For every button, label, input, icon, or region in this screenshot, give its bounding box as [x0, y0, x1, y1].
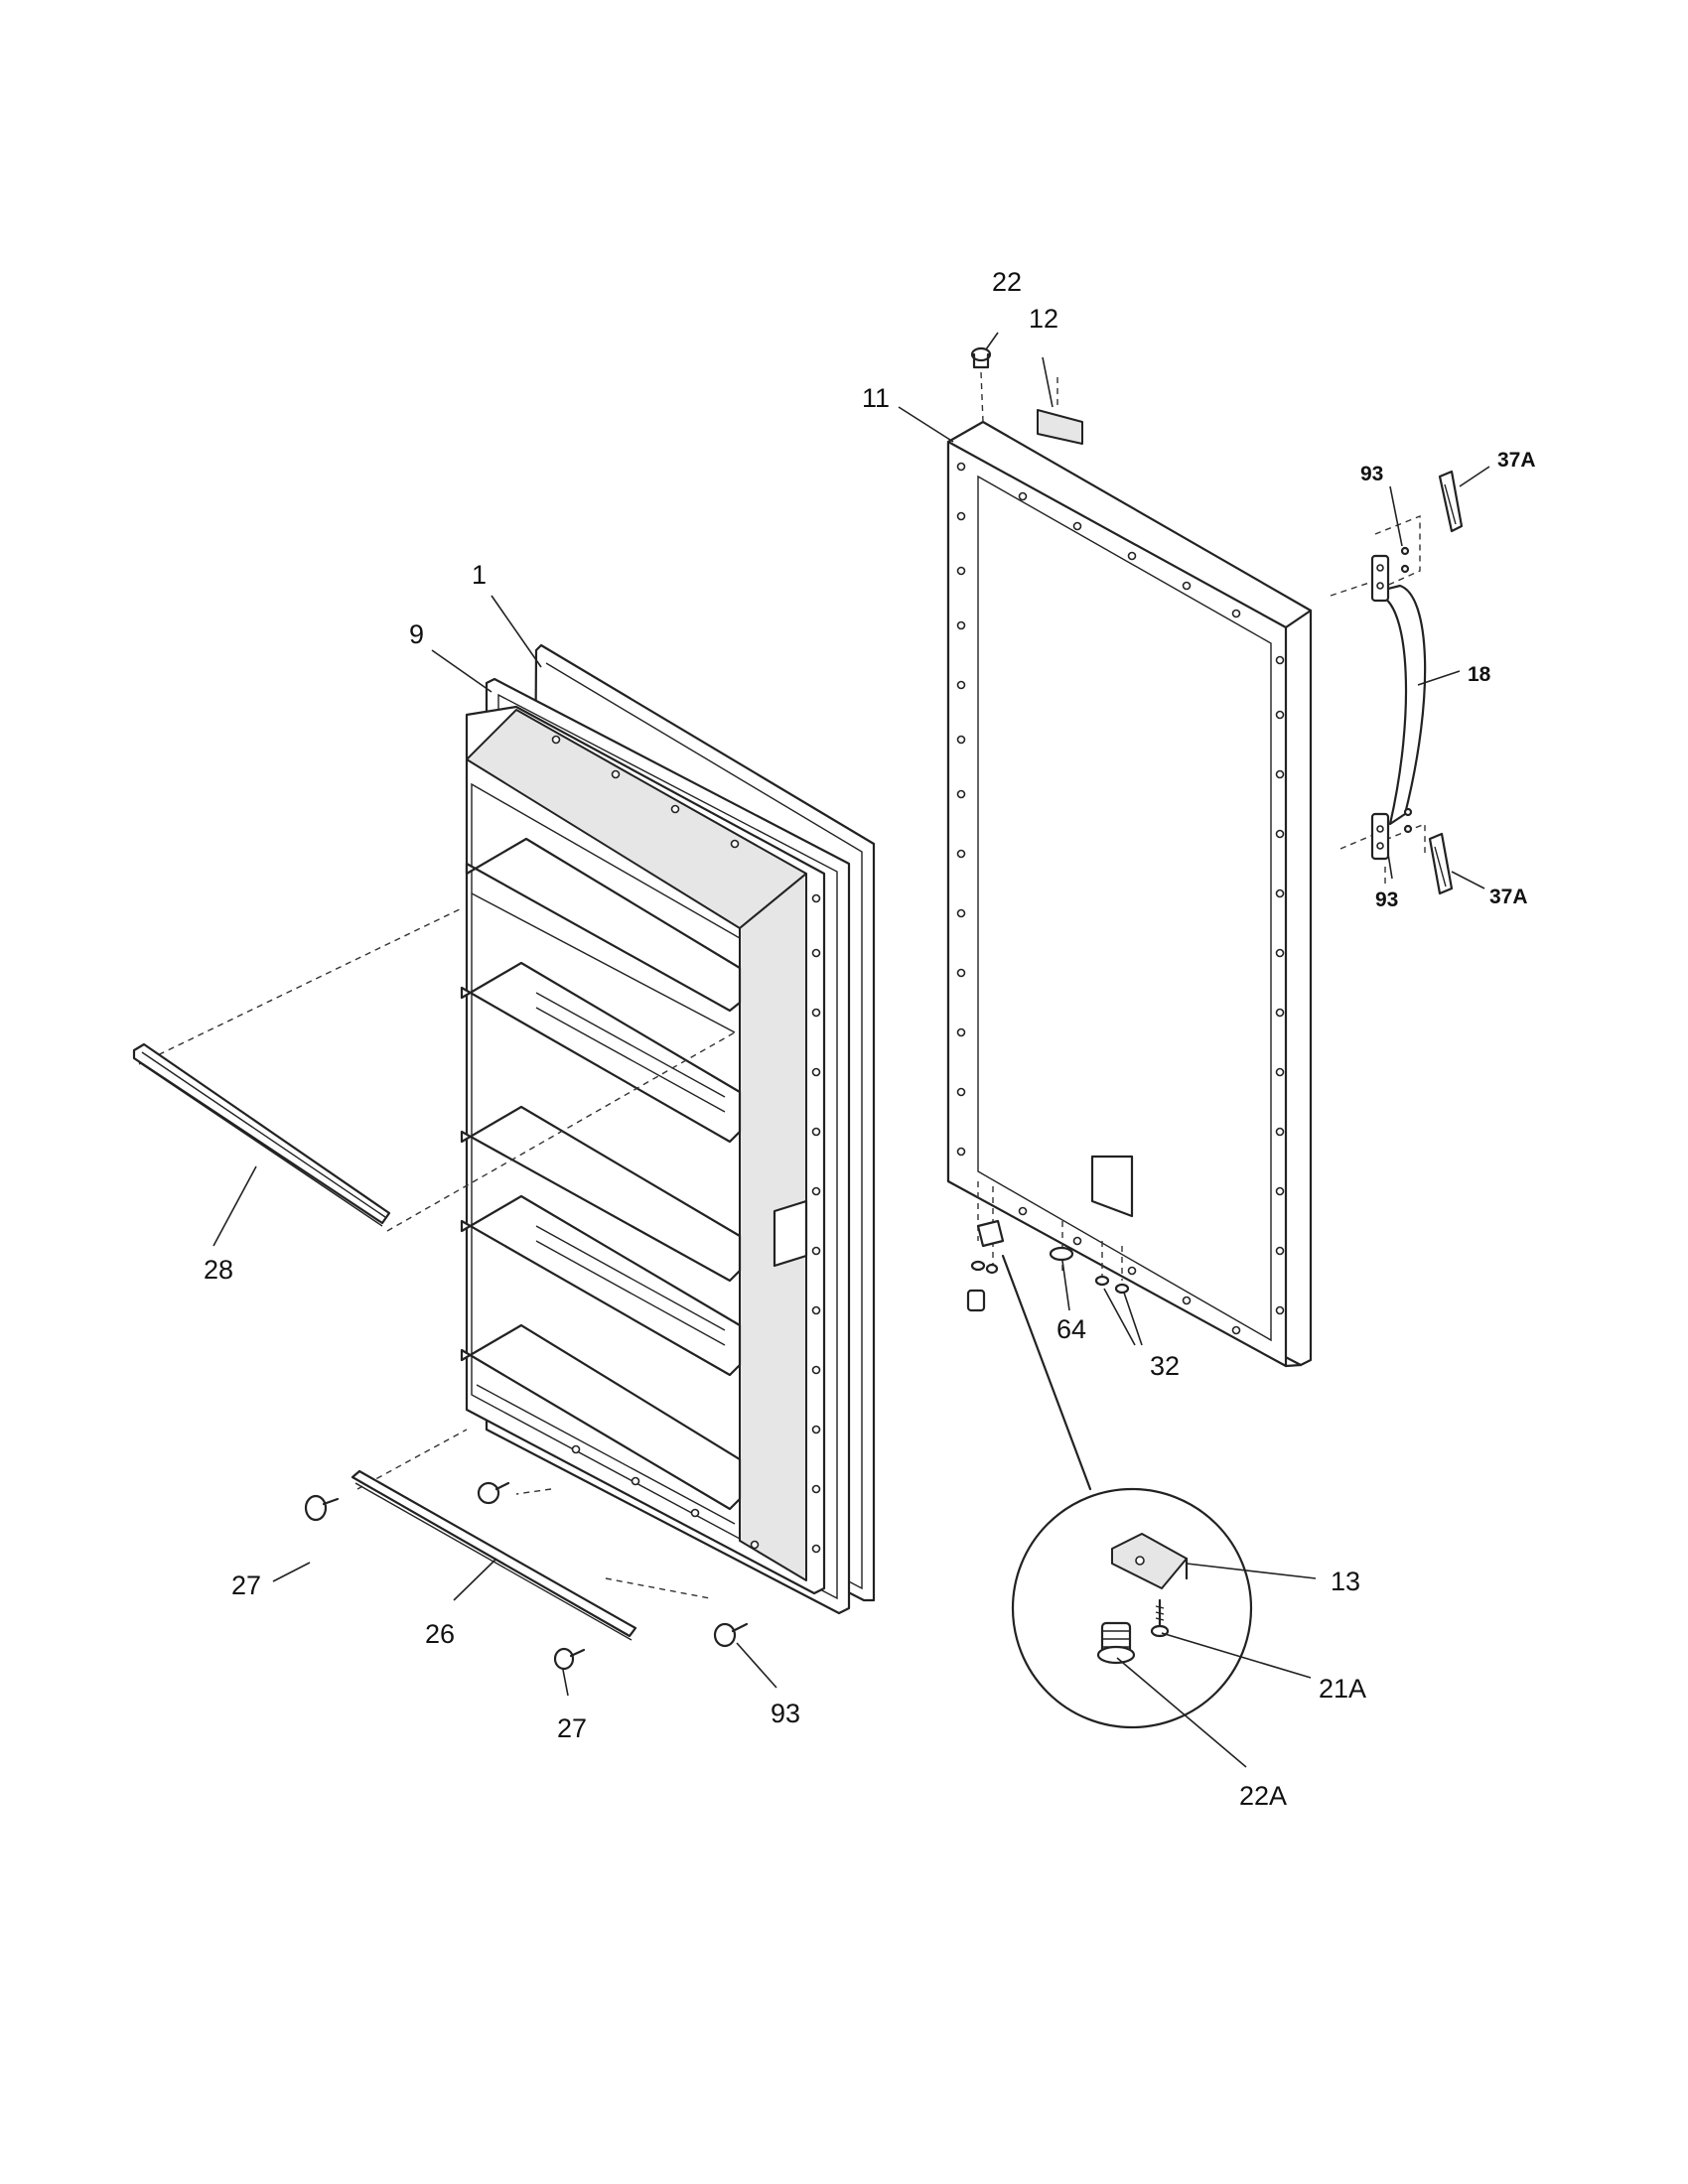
- label-part-93-top: 93: [1360, 463, 1383, 485]
- label-part-27-lower: 27: [557, 1713, 587, 1743]
- door-liner-assembly: [460, 643, 876, 1615]
- alignment-lines-left: [138, 907, 736, 1599]
- handle-assembly: [1330, 470, 1464, 895]
- screw-lower-left: [477, 1481, 510, 1505]
- label-part-12: 12: [1029, 304, 1058, 334]
- label-part-64: 64: [1056, 1314, 1086, 1344]
- detail-magnifier: [1011, 1487, 1253, 1729]
- handle-18: [1378, 584, 1427, 826]
- bracket-13: [1111, 1533, 1188, 1589]
- label-part-37a-top: 37A: [1497, 449, 1536, 472]
- label-part-22: 22: [992, 267, 1022, 297]
- label-part-18: 18: [1468, 663, 1491, 686]
- label-part-11: 11: [862, 383, 890, 413]
- label-part-22a: 22A: [1239, 1781, 1287, 1811]
- end-cap-37a-bottom: [1428, 832, 1454, 895]
- magnifier-leader: [1001, 1254, 1092, 1491]
- label-plate-12: [1037, 409, 1083, 445]
- screw-21a: [1150, 1598, 1170, 1638]
- panel-inner-window: [977, 475, 1272, 1342]
- leader-lines: [212, 332, 1490, 1768]
- liner-screw-holes: [551, 735, 821, 1554]
- outer-door-panel-11: [946, 420, 1313, 1368]
- label-part-9: 9: [409, 619, 424, 649]
- top-plug-22: [970, 346, 992, 369]
- fasteners-left: [304, 1481, 749, 1671]
- label-part-13: 13: [1331, 1567, 1360, 1596]
- label-part-26: 26: [425, 1619, 455, 1649]
- shelf-bar-28: [132, 1042, 391, 1227]
- door-shelves: [460, 837, 742, 1525]
- label-part-21a: 21A: [1319, 1674, 1366, 1704]
- bottom-hinge-hardware: [966, 1181, 1130, 1312]
- label-part-27-upper: 27: [231, 1570, 261, 1600]
- panel-screw-holes: [956, 462, 1285, 1335]
- label-part-37a-bottom: 37A: [1489, 886, 1528, 908]
- label-part-28: 28: [204, 1255, 233, 1285]
- panel-latch-slot: [1090, 1155, 1134, 1218]
- plug-27-upper: [304, 1494, 340, 1522]
- label-part-93-left: 93: [771, 1699, 800, 1728]
- plug-27-lower: [553, 1647, 586, 1671]
- label-part-1: 1: [472, 560, 487, 590]
- label-part-93-bottom: 93: [1375, 888, 1398, 911]
- label-part-32: 32: [1150, 1351, 1180, 1381]
- end-cap-37a-top: [1438, 470, 1464, 533]
- part-labels: 1 9 28 27 26 27 93 22 12 11 93 37A 18 93…: [204, 267, 1536, 1811]
- plug-22a: [1096, 1621, 1136, 1665]
- screw-93-left: [713, 1622, 749, 1648]
- liner-latch-block: [773, 1199, 808, 1268]
